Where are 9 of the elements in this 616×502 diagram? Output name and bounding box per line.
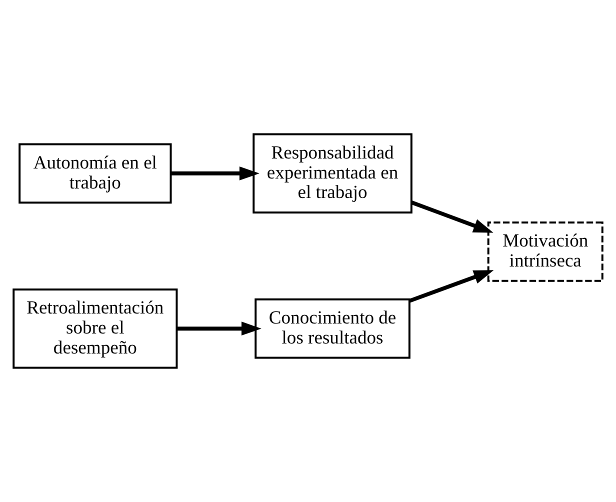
node-box: Autonomía en el trabajo [18, 143, 172, 204]
arrow [170, 166, 260, 180]
arrow [410, 200, 494, 233]
node-box: Retroalimentación sobre el desempeño [12, 288, 178, 369]
node-box: Conocimiento de los resultados [254, 298, 410, 359]
arrow [409, 270, 494, 303]
arrow [177, 322, 262, 336]
node-box: Motivación intrínseca [487, 222, 604, 282]
node-box: Responsabilidad experimentada en el trabajo [252, 133, 412, 214]
